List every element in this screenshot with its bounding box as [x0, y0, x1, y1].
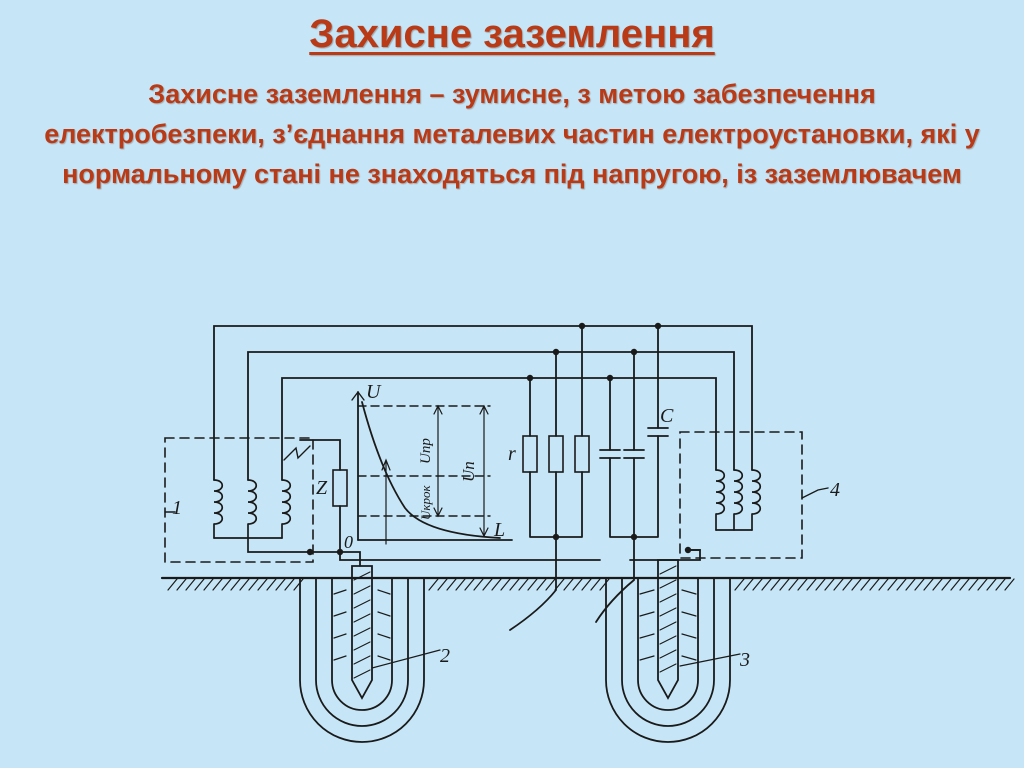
label-protective-ground: 2 [440, 645, 450, 667]
label-working-ground: 3 [739, 649, 750, 671]
label-consumer: 4 [830, 479, 840, 501]
impedance-z [299, 439, 348, 553]
ground-surface [160, 576, 1015, 591]
label-transformer: 1 [172, 497, 182, 519]
label-capacitance: C [660, 405, 674, 427]
leakage-elements [509, 325, 669, 631]
definition-text: Захисне заземлення – зумисне, з метою за… [44, 79, 980, 189]
label-impedance: Z [316, 477, 328, 499]
ground-electrode-3 [605, 559, 741, 743]
label-voltage-axis: U [366, 381, 382, 403]
label-distance-axis: L [493, 519, 505, 541]
label-resistance: r [508, 443, 516, 465]
label-neutral: 0 [344, 532, 353, 552]
slide-title: Захисне заземлення [309, 12, 715, 56]
label-touch-voltage: Uпр [418, 438, 434, 464]
transformer-1 [164, 437, 314, 563]
neutral-bus [309, 549, 701, 567]
phase-lines [213, 325, 753, 481]
ground-electrode-2 [299, 565, 441, 743]
consumer-4 [679, 431, 829, 559]
label-step-voltage: Uкрок [418, 485, 433, 520]
label-ground-voltage: Uп [459, 461, 478, 482]
potential-graph [351, 390, 513, 545]
